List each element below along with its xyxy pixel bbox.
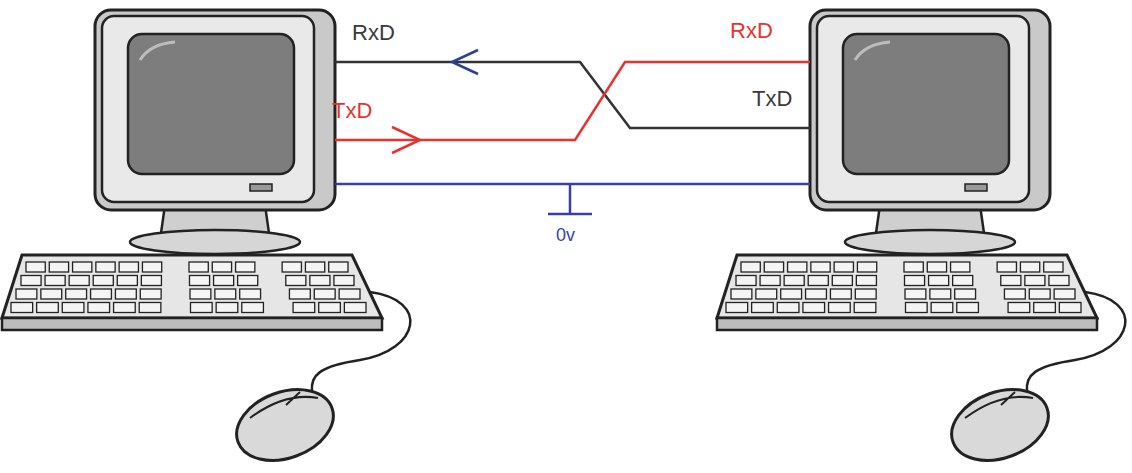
signal-label: RxD xyxy=(730,20,773,42)
left-computer xyxy=(2,10,410,473)
signal-label: 0v xyxy=(556,226,575,244)
right-computer xyxy=(717,10,1125,473)
signal-label: TxD xyxy=(752,88,792,110)
signal-label: RxD xyxy=(352,22,395,44)
tx-wire xyxy=(335,62,810,140)
signal-label: TxD xyxy=(332,100,372,122)
rx-wire xyxy=(335,62,810,128)
serial-wires xyxy=(335,50,810,214)
arrow-head xyxy=(392,127,420,153)
arrow-head xyxy=(452,50,478,74)
ground-wire xyxy=(335,183,810,186)
ground-symbol xyxy=(548,184,592,214)
